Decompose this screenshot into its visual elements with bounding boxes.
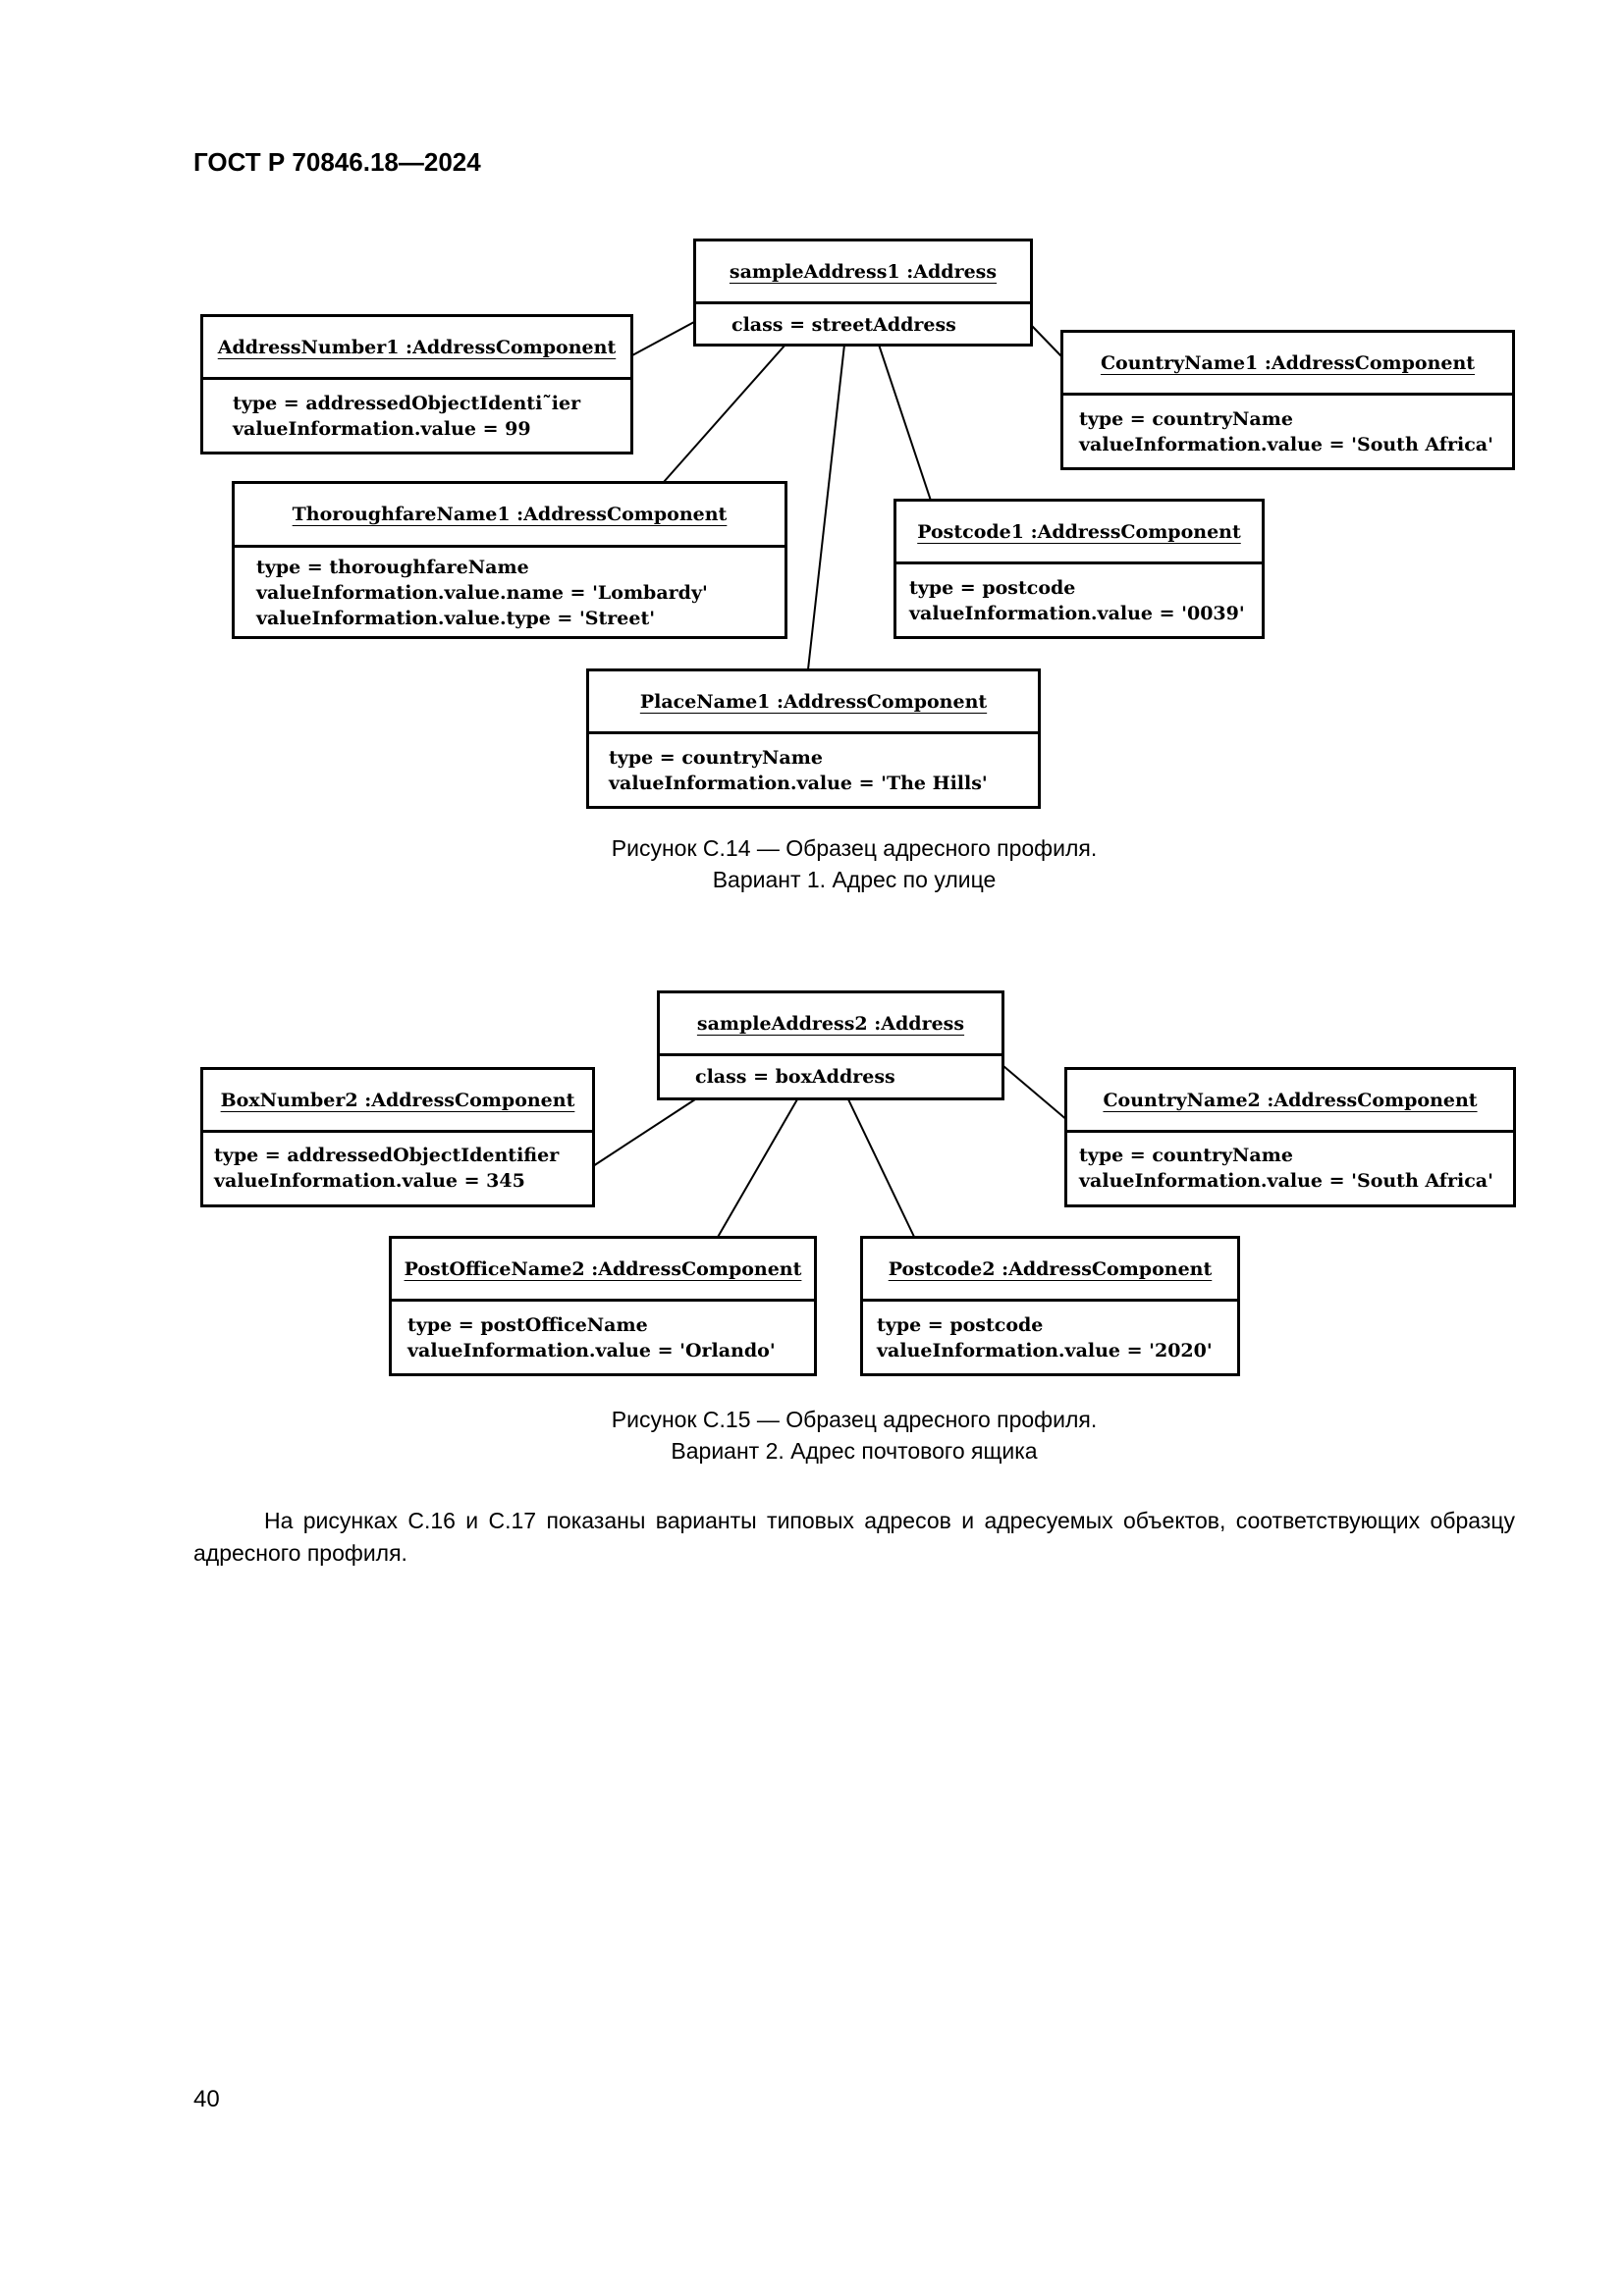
link-address-placename: [807, 344, 845, 670]
link-address2-postcode: [847, 1098, 916, 1240]
uml-box-sample-address1: sampleAddress1 :Address class = streetAd…: [693, 239, 1033, 347]
uml-box-address-number1: AddressNumber1 :AddressComponent type = …: [200, 314, 633, 454]
box-attribute: valueInformation.value.type = 'Street': [256, 608, 656, 629]
uml-box-postcode1: Postcode1 :AddressComponent type = postc…: [893, 499, 1265, 639]
box-title: sampleAddress1 :Address: [729, 260, 998, 283]
page-number: 40: [193, 2086, 220, 2112]
box-attribute: valueInformation.value = 'South Africa': [1079, 434, 1493, 455]
box-attribute: valueInformation.value = 'Orlando': [407, 1340, 776, 1362]
link-address-addressnumber: [631, 321, 695, 356]
box-attribute: type = postOfficeName: [407, 1314, 648, 1336]
caption-line: Вариант 1. Адрес по улице: [712, 867, 997, 892]
box-attribute: type = countryName: [1079, 408, 1293, 430]
box-title: PlaceName1 :AddressComponent: [639, 690, 988, 713]
box-attribute: valueInformation.value = '0039': [909, 603, 1245, 624]
caption-line: Рисунок С.15 — Образец адресного профиля…: [611, 1407, 1098, 1432]
box-attribute: type = addressedObjectIdentifier: [214, 1145, 560, 1166]
uml-box-thoroughfare-name1: ThoroughfareName1 :AddressComponent type…: [232, 481, 787, 639]
link-address2-postofficename: [716, 1098, 798, 1240]
uml-box-postcode2: Postcode2 :AddressComponent type = postc…: [860, 1236, 1240, 1376]
caption-line: Рисунок С.14 — Образец адресного профиля…: [611, 835, 1098, 861]
box-title: CountryName1 :AddressComponent: [1100, 351, 1476, 374]
link-address-postcode: [878, 344, 932, 502]
uml-box-sample-address2: sampleAddress2 :Address class = boxAddre…: [657, 990, 1004, 1100]
box-title: AddressNumber1 :AddressComponent: [217, 336, 617, 358]
box-title: PostOfficeName2 :AddressComponent: [404, 1257, 802, 1280]
box-attribute: valueInformation.value = 99: [233, 418, 531, 440]
box-title: sampleAddress2 :Address: [696, 1012, 965, 1035]
box-title: Postcode2 :AddressComponent: [888, 1257, 1213, 1280]
link-address2-countryname: [1002, 1065, 1069, 1122]
box-title: CountryName2 :AddressComponent: [1103, 1089, 1478, 1111]
box-attribute: valueInformation.value = '2020': [877, 1340, 1213, 1362]
document-header: ГОСТ Р 70846.18—2024: [193, 147, 481, 177]
box-attribute: type = countryName: [1079, 1145, 1293, 1166]
uml-box-post-office-name2: PostOfficeName2 :AddressComponent type =…: [389, 1236, 817, 1376]
box-title: Postcode1 :AddressComponent: [917, 520, 1241, 543]
box-attribute: valueInformation.value = 'The Hills': [609, 773, 988, 794]
figure-caption-c15: Рисунок С.15 — Образец адресного профиля…: [0, 1404, 1624, 1467]
box-attribute: valueInformation.value = 'South Africa': [1079, 1170, 1493, 1192]
uml-box-box-number2: BoxNumber2 :AddressComponent type = addr…: [200, 1067, 595, 1207]
uml-box-country-name1: CountryName1 :AddressComponent type = co…: [1060, 330, 1515, 470]
uml-box-country-name2: CountryName2 :AddressComponent type = co…: [1064, 1067, 1516, 1207]
box-attribute: type = thoroughfareName: [256, 557, 529, 578]
link-address2-boxnumber: [592, 1098, 696, 1167]
link-address-countryname: [1031, 325, 1062, 357]
box-attribute: type = postcode: [909, 577, 1076, 599]
body-paragraph: На рисунках С.16 и С.17 показаны вариант…: [193, 1508, 1515, 1566]
link-address-thoroughfare: [663, 344, 786, 483]
figure-caption-c14: Рисунок С.14 — Образец адресного профиля…: [0, 832, 1624, 895]
box-attribute: valueInformation.value = 345: [214, 1170, 525, 1192]
box-attribute: class = streetAddress: [731, 314, 956, 336]
box-attribute: valueInformation.value.name = 'Lombardy': [256, 582, 708, 604]
box-attribute: type = countryName: [609, 747, 823, 769]
box-attribute: class = boxAddress: [695, 1066, 895, 1088]
box-title: BoxNumber2 :AddressComponent: [220, 1089, 575, 1111]
uml-box-place-name1: PlaceName1 :AddressComponent type = coun…: [586, 668, 1041, 809]
caption-line: Вариант 2. Адрес почтового ящика: [671, 1438, 1038, 1464]
box-attribute: type = postcode: [877, 1314, 1044, 1336]
box-attribute: type = addressedObjectIdenti˜ier: [233, 393, 581, 414]
box-title: ThoroughfareName1 :AddressComponent: [292, 504, 728, 525]
